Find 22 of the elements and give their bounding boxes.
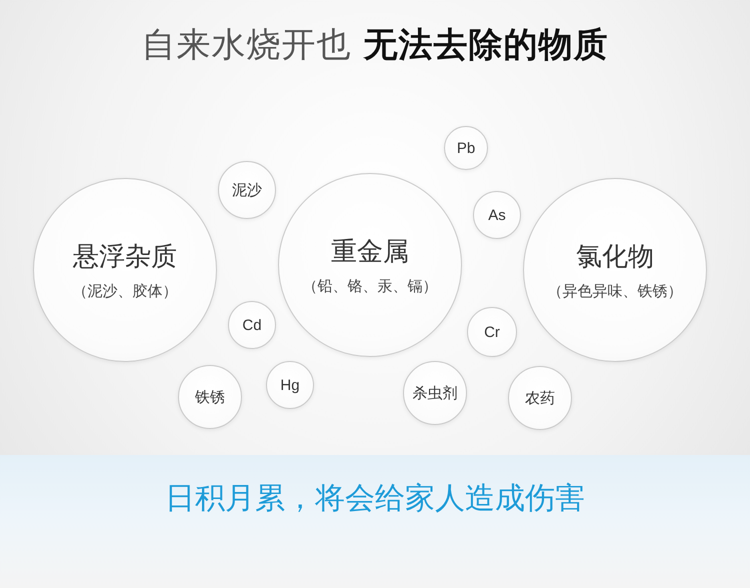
bubble-title: 悬浮杂质: [73, 241, 177, 274]
slogan-text: 日积月累，将会给家人造成伤害: [164, 480, 586, 518]
bubble-title: As: [488, 206, 506, 224]
bubble-title: Cr: [484, 324, 500, 340]
bubble-title: 泥沙: [232, 180, 262, 200]
bubble-circle: [266, 361, 314, 409]
bubble-title: 农药: [525, 388, 555, 408]
bubble-title: 杀虫剂: [412, 384, 458, 402]
bubble-circle: [444, 126, 488, 170]
bubble-title: 重金属: [331, 236, 409, 269]
bubble-circle: [467, 307, 517, 357]
bubble-circle: [228, 301, 276, 349]
bubble-title: Cd: [242, 316, 262, 334]
bubble-subtitle: （异色异味、铁锈）: [548, 282, 682, 301]
bubble-title: 铁锈: [195, 388, 225, 406]
bubble-subtitle: （泥沙、胶体）: [72, 282, 178, 301]
bubble-title: 氯化物: [576, 241, 654, 274]
bubble-title: Pb: [456, 140, 476, 156]
bubble-title: Hg: [280, 376, 300, 394]
bubble-circle: [473, 191, 521, 239]
bubble-subtitle: （铅、铬、汞、镉）: [302, 277, 438, 296]
title: 自来水烧开也 无法去除的物质: [140, 24, 610, 67]
